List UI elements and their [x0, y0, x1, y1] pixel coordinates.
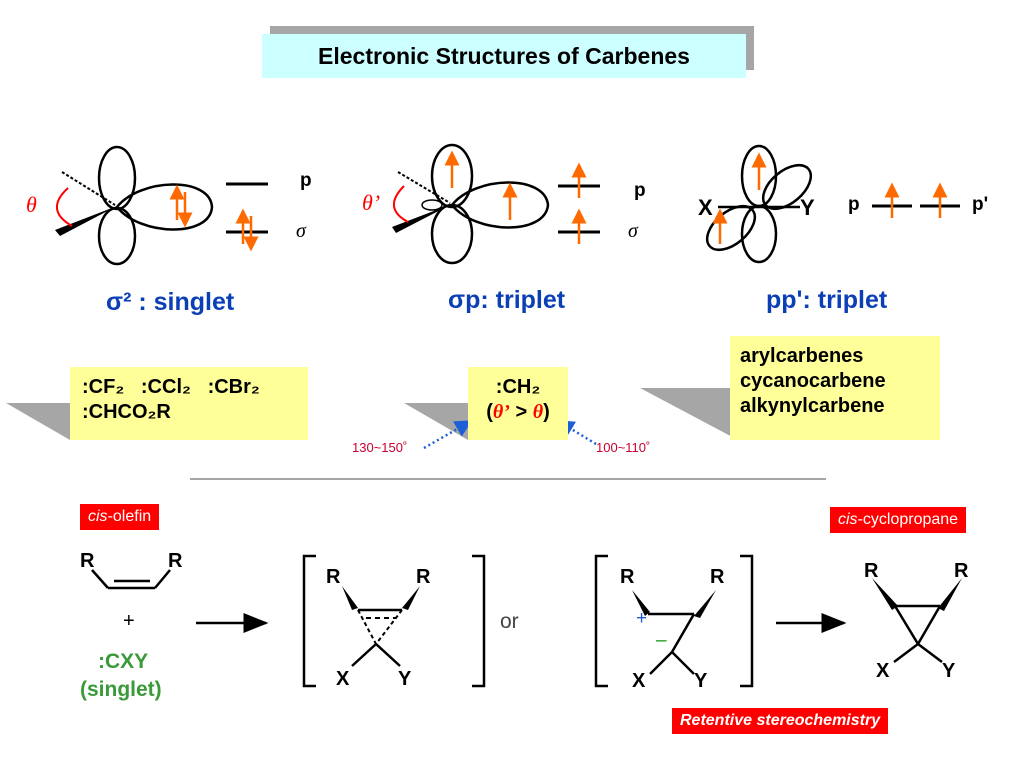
dotted-arrow-left — [423, 420, 473, 450]
singlet-p-label: p — [300, 170, 312, 191]
cis-olefin-structure — [91, 569, 171, 590]
ts-y: Y — [398, 668, 412, 690]
reagent-note: (singlet) — [80, 678, 162, 701]
cis-cyclopropane-label: cis-cyclopropane — [830, 507, 967, 533]
ch2-formula: :CH₂ — [495, 376, 541, 398]
bracket-left — [302, 554, 316, 688]
triplet-sp-state-label: σp: triplet — [448, 286, 566, 314]
triplet-sp-p-label: p — [634, 180, 646, 201]
triplet-pp-example: arylcarbenes — [740, 345, 864, 367]
angle-range-theta-prime: 130~150˚ — [352, 440, 408, 455]
ch2-angle-relation: (θ’ > θ) — [486, 401, 550, 423]
triplet-pp-example: cycanocarbene — [740, 370, 886, 392]
theta-prime-label: θ’ — [362, 190, 381, 215]
triplet-pp-carbene-drawing — [705, 144, 960, 264]
or-label: or — [500, 610, 519, 633]
pp-x-label: X — [698, 195, 713, 220]
callout-wedge-left — [6, 403, 70, 440]
pp-p-label: p — [848, 194, 860, 215]
transition-state-structure — [342, 586, 420, 667]
pp-pprime-label: p' — [972, 194, 989, 215]
cp-y: Y — [942, 660, 956, 682]
ts-r-right: R — [416, 566, 431, 588]
zw-minus-charge: – — [656, 630, 667, 651]
singlet-examples-box: :CF₂ :CCl₂ :CBr₂ :CHCO₂R — [70, 367, 308, 440]
pp-y-label: Y — [800, 195, 815, 220]
triplet-sp-carbene-drawing — [392, 143, 600, 265]
triplet-pp-examples-box: arylcarbenes cycanocarbene alkynylcarben… — [730, 336, 940, 440]
singlet-sigma-label: σ — [296, 220, 306, 242]
plus-sign: + — [123, 610, 135, 632]
theta-label: θ — [26, 192, 37, 217]
ts-r-left: R — [326, 566, 341, 588]
reaction-scheme — [91, 554, 962, 688]
zw-r-left: R — [620, 566, 635, 588]
singlet-carbene-drawing — [55, 145, 268, 266]
ts-x: X — [336, 668, 350, 690]
bracket-right — [472, 554, 486, 688]
cp-r-left: R — [864, 560, 879, 582]
triplet-pp-state-label: pp': triplet — [766, 286, 888, 314]
orbital-diagrams — [6, 143, 960, 480]
ch2-box: :CH₂ (θ’ > θ) — [468, 367, 568, 440]
zw-r-right: R — [710, 566, 725, 588]
dotted-arrow-right — [556, 420, 597, 446]
bracket-left-2 — [594, 554, 608, 688]
zw-x: X — [632, 670, 646, 692]
callout-wedge-right — [640, 388, 738, 440]
cp-x: X — [876, 660, 890, 682]
zw-plus-charge: + — [636, 608, 648, 629]
bracket-right-2 — [740, 554, 754, 688]
page-title: Electronic Structures of Carbenes — [262, 34, 746, 78]
triplet-sp-sigma-label: σ — [628, 220, 638, 242]
singlet-state-label: σ² : singlet — [106, 288, 235, 316]
cyclopropane-structure — [872, 578, 962, 663]
olefin-r-right: R — [168, 550, 183, 572]
triplet-pp-example: alkynylcarbene — [740, 395, 885, 417]
callout-wedge-mid — [404, 403, 468, 440]
singlet-examples-line2: :CHCO₂R — [82, 401, 171, 423]
cis-olefin-label: cis-olefin — [80, 504, 160, 530]
zw-y: Y — [694, 670, 708, 692]
cp-r-right: R — [954, 560, 969, 582]
reagent-label: :CXY — [98, 650, 149, 673]
angle-range-theta: 100~110˚ — [596, 440, 651, 455]
zwitterion-structure — [632, 590, 716, 675]
olefin-r-left: R — [80, 550, 95, 572]
singlet-examples-line1: :CF₂ :CCl₂ :CBr₂ — [82, 376, 260, 398]
retentive-label: Retentive stereochemistry — [672, 708, 889, 734]
